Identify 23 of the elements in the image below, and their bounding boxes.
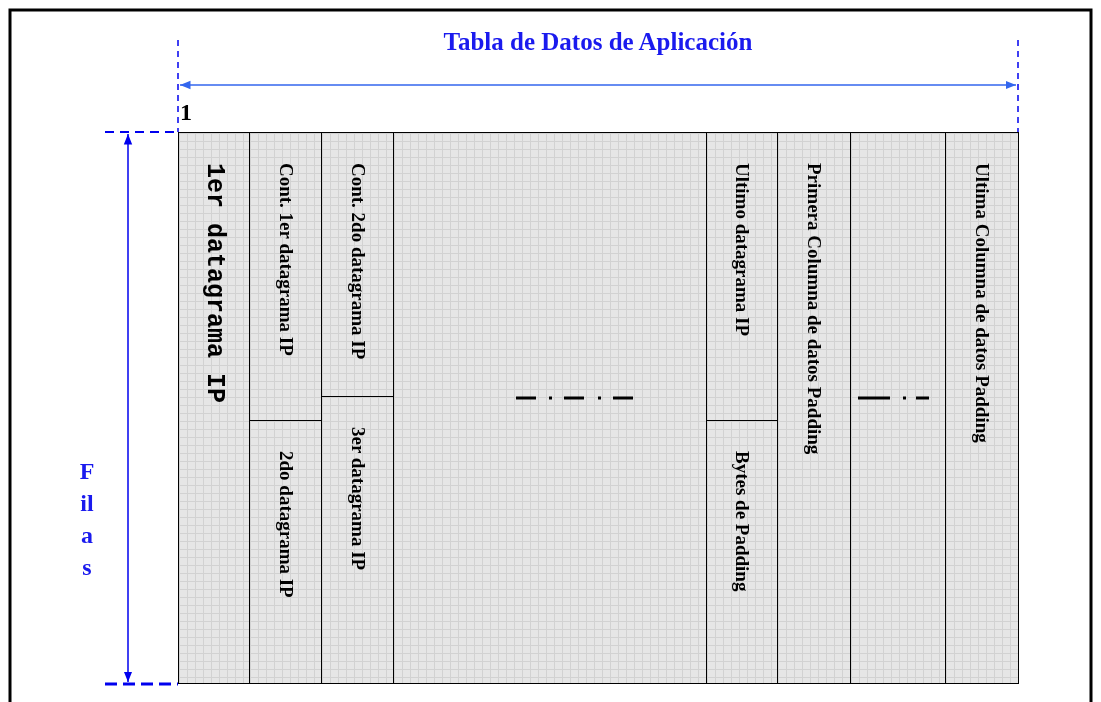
table-cell: [321, 396, 394, 684]
cell-text: Cont. 1er datagrama IP: [274, 163, 297, 356]
cell-text: Cont. 2do datagrama IP: [346, 163, 369, 360]
table-cell: [777, 132, 851, 684]
table-column: [393, 132, 707, 684]
cell-text: Bytes de Padding: [731, 451, 753, 592]
table-column: [850, 132, 946, 684]
table-cell: [178, 132, 250, 684]
cell-text: Primera Columna de datos Padding: [803, 163, 825, 455]
table-cell: [249, 132, 322, 421]
table-cell: [945, 132, 1019, 684]
table-cell: [321, 132, 394, 397]
table-title: Tabla de Datos de Aplicación: [442, 28, 754, 56]
cell-text: 3er datagrama IP: [346, 427, 369, 571]
table-cell: [706, 420, 778, 684]
cell-text: 1er datagrama IP: [199, 163, 229, 404]
cell-text: Ultimo datagrama IP: [731, 163, 753, 337]
table-cell: [249, 420, 322, 684]
column-number: 1: [180, 99, 192, 126]
cell-text: Ultima Columna de datos Padding: [971, 163, 993, 443]
rows-label: Filas: [78, 457, 96, 582]
cell-text: 2do datagrama IP: [274, 451, 297, 598]
table-cell: [706, 132, 778, 421]
